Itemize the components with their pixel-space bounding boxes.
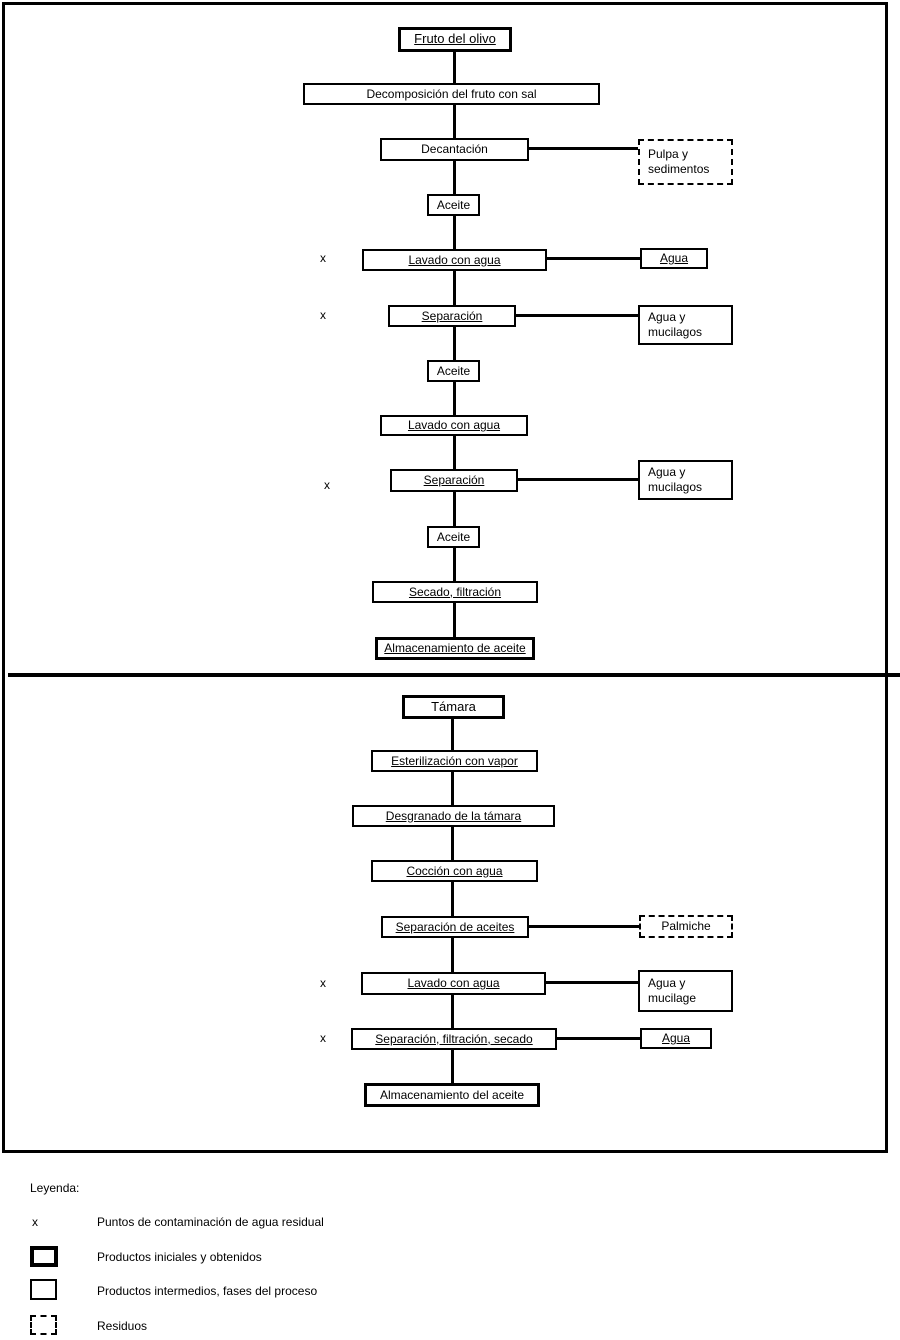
connector-separacion-palmiche — [452, 925, 639, 928]
node-desgranado-de-la-tamara: Desgranado de la támara — [352, 805, 555, 827]
node-separacion-2: Separación — [390, 469, 518, 492]
contamination-marker-date-1: x — [320, 976, 326, 990]
contamination-marker-date-2: x — [320, 1031, 326, 1045]
contamination-marker-olive-1: x — [320, 251, 326, 265]
legend-thin-box-symbol — [30, 1279, 57, 1300]
node-aceite-1: Aceite — [427, 194, 480, 216]
output-pulpa-y-sedimentos: Pulpa y sedimentos — [638, 139, 733, 185]
output-agua-1: Agua — [640, 248, 708, 269]
legend-dashed-box-symbol — [30, 1315, 57, 1335]
section-divider-line — [8, 673, 900, 677]
connector-decantacion-pulpa — [454, 147, 640, 150]
output-agua-y-mucilage: Agua y mucilage — [638, 970, 733, 1012]
node-aceite-3: Aceite — [427, 526, 480, 548]
node-lavado-con-agua-1: Lavado con agua — [362, 249, 547, 271]
node-decomposicion-fruto-sal: Decomposición del fruto con sal — [303, 83, 600, 105]
node-fruto-del-olivo: Fruto del olivo — [398, 27, 512, 52]
contamination-marker-olive-3: x — [324, 478, 330, 492]
legend-title: Leyenda: — [30, 1181, 80, 1195]
node-separacion-de-aceites: Separación de aceites — [381, 916, 529, 938]
legend-thick-box-symbol — [30, 1246, 58, 1267]
node-esterilizacion-con-vapor: Esterilización con vapor — [371, 750, 538, 772]
output-agua-y-mucilagos-1: Agua y mucilagos — [638, 305, 733, 345]
output-palmiche: Palmiche — [639, 915, 733, 938]
legend-label-productos-intermedios: Productos intermedios, fases del proceso — [97, 1284, 318, 1298]
contamination-marker-olive-2: x — [320, 308, 326, 322]
connector-lavado-agua — [454, 257, 640, 260]
node-almacenamiento-de-aceite: Almacenamiento de aceite — [375, 637, 535, 660]
legend-label-residuos: Residuos — [97, 1319, 148, 1333]
node-separacion-1: Separación — [388, 305, 516, 327]
output-agua-y-mucilagos-2: Agua y mucilagos — [638, 460, 733, 500]
node-almacenamiento-del-aceite: Almacenamiento del aceite — [364, 1083, 540, 1107]
diagram-frame — [2, 2, 888, 1153]
legend-x-symbol: x — [32, 1215, 38, 1229]
node-tamara: Támara — [402, 695, 505, 719]
legend-label-productos-iniciales: Productos iniciales y obtenidos — [97, 1250, 262, 1264]
output-agua-2: Agua — [640, 1028, 712, 1049]
node-aceite-2: Aceite — [427, 360, 480, 382]
date-flow-spine-line — [451, 717, 454, 1083]
node-decantacion: Decantación — [380, 138, 529, 161]
node-coccion-con-agua: Cocción con agua — [371, 860, 538, 882]
node-lavado-con-agua-2: Lavado con agua — [380, 415, 528, 436]
legend-label-contamination: Puntos de contaminación de agua residual — [97, 1215, 324, 1229]
node-separacion-filtracion-secado: Separación, filtración, secado — [351, 1028, 557, 1050]
node-lavado-con-agua-3: Lavado con agua — [361, 972, 546, 995]
connector-separacion-mucilagos-1 — [454, 314, 638, 317]
node-secado-filtracion: Secado, filtración — [372, 581, 538, 603]
connector-separacion-mucilagos-2 — [454, 478, 638, 481]
olive-flow-spine-line — [453, 51, 456, 637]
